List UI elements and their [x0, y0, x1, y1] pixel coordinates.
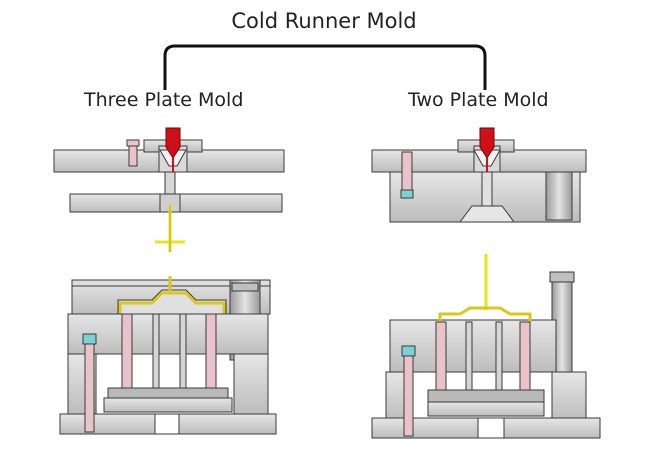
ejector-pin-1 — [121, 313, 133, 391]
title-bracket — [163, 44, 487, 90]
core-plate — [67, 313, 269, 355]
ejector-plate — [103, 397, 233, 413]
ejector-pin-2-2 — [465, 321, 473, 393]
ejector-plate-2 — [427, 401, 545, 417]
three-plate-mold — [53, 127, 285, 435]
ejector-retainer-plate-2 — [427, 389, 545, 403]
two-plate-mold-label: Two Plate Mold — [408, 89, 549, 111]
molded-part-2 — [438, 306, 532, 322]
ejector-pin-2-1 — [435, 321, 447, 393]
ejector-pin-4 — [205, 313, 217, 391]
top-bolt-head — [126, 139, 140, 147]
molded-part — [118, 291, 226, 314]
sprue-stem — [164, 171, 176, 195]
guide-post-top — [231, 282, 259, 292]
ejector-knockout-2 — [477, 417, 505, 439]
guide-bushing-2 — [545, 171, 573, 221]
ejector-pin-2-3 — [495, 321, 503, 393]
long-bolt-cap-2 — [401, 345, 416, 357]
side-bolt — [401, 151, 413, 197]
ejector-pin-3 — [179, 313, 187, 391]
ejector-retainer-plate — [107, 387, 229, 399]
ejector-pin-2 — [152, 313, 160, 391]
diagram-title: Cold Runner Mold — [231, 9, 417, 33]
long-bolt-2 — [403, 351, 414, 437]
sprue-channel-2 — [481, 171, 493, 207]
ejector-pin-2-4 — [519, 321, 531, 393]
side-bolt-cap — [400, 189, 414, 199]
two-plate-mold — [371, 127, 601, 439]
spacer-block-right — [233, 353, 269, 415]
part-cavity-2 — [459, 205, 515, 223]
guide-post-cap-2 — [549, 271, 575, 283]
runner-channel — [117, 289, 227, 314]
spacer-block-right-2 — [551, 371, 587, 421]
long-bolt — [84, 339, 95, 433]
three-plate-mold-label: Three Plate Mold — [84, 89, 244, 111]
long-bolt-cap — [82, 333, 97, 345]
injection-nozzle-2 — [479, 127, 495, 159]
ejector-knockout — [154, 413, 180, 435]
injection-nozzle — [165, 127, 181, 159]
